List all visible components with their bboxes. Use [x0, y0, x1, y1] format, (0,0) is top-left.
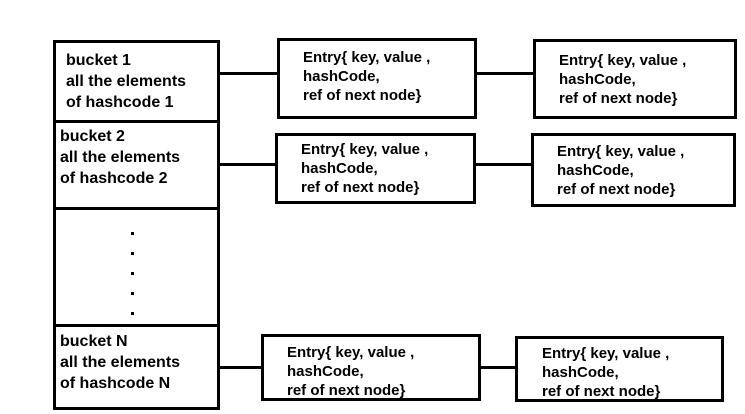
ellipsis-dot — [131, 272, 134, 275]
entry-node-text: Entry{ key, value , hashCode, ref of nex… — [301, 141, 429, 196]
link-bucket1-entry — [220, 72, 278, 75]
entry-node-box — [275, 133, 476, 204]
entry-node-box — [261, 334, 481, 401]
entry-node-text: Entry{ key, value , hashCode, ref of nex… — [287, 344, 415, 399]
link-entry-entry-row1 — [476, 72, 534, 75]
bucket-1-label: bucket 1 all the elements of hashcode 1 — [66, 52, 187, 111]
entry-node-text: Entry{ key, value , hashCode, ref of nex… — [303, 49, 431, 104]
ellipsis-dot — [131, 292, 134, 295]
entry-node-text: Entry{ key, value , hashCode, ref of nex… — [542, 345, 670, 400]
ellipsis-dot — [131, 252, 134, 255]
entry-node-box — [533, 39, 737, 119]
entry-node-text: Entry{ key, value , hashCode, ref of nex… — [557, 143, 685, 198]
link-entry-entry-row3 — [480, 366, 516, 369]
entry-node-text: Entry{ key, value , hashCode, ref of nex… — [559, 52, 687, 107]
entry-node-box — [531, 133, 736, 207]
link-bucketn-entry — [220, 366, 262, 369]
bucket-gap-box — [53, 207, 220, 328]
ellipsis-dot — [131, 312, 134, 315]
link-bucket2-entry — [220, 163, 277, 166]
bucket-2-box — [53, 120, 220, 211]
entry-node-box — [277, 38, 477, 119]
link-entry-entry-row2 — [475, 163, 532, 166]
bucket-n-box — [53, 324, 220, 410]
entry-node-box — [515, 336, 724, 402]
bucket-n-label: bucket N all the elements of hashcode N — [60, 333, 181, 392]
bucket-2-label: bucket 2 all the elements of hashcode 2 — [60, 128, 181, 187]
ellipsis-dot — [131, 232, 134, 235]
